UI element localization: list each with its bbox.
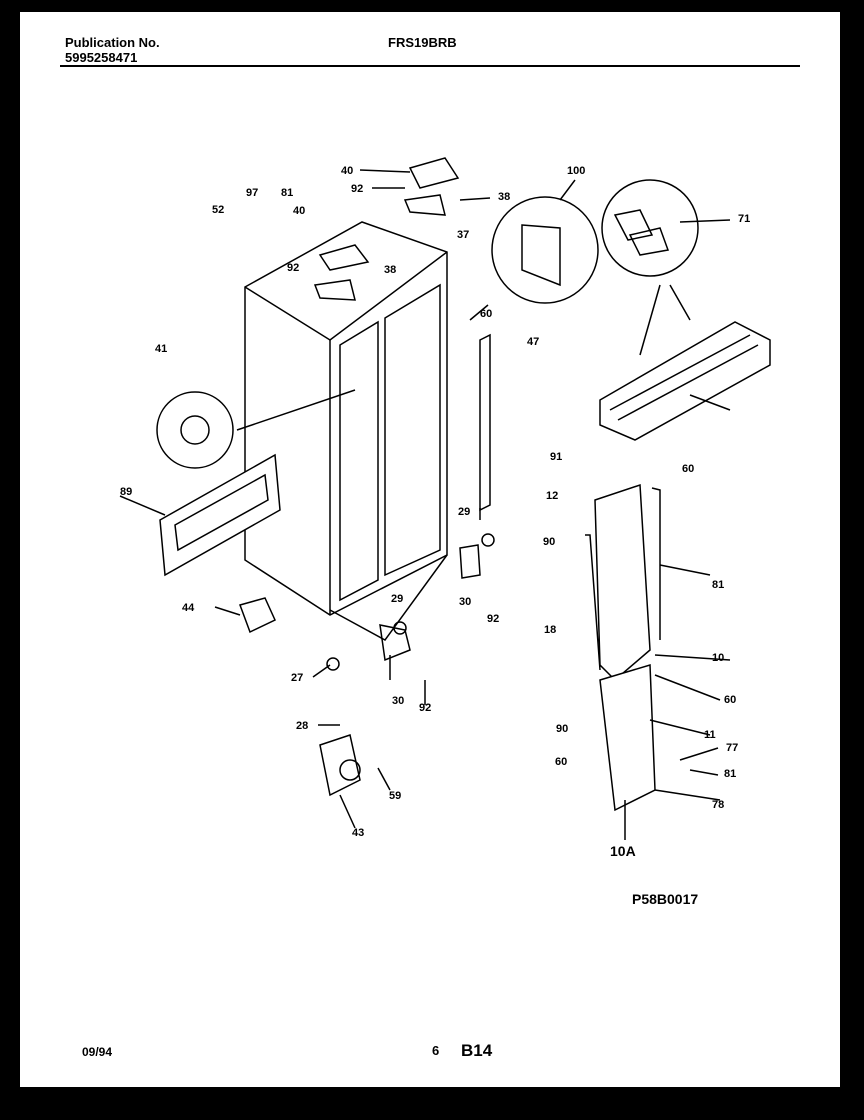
callout: 60 [682,463,694,475]
header-rule [60,65,800,67]
callout: 89 [120,486,132,498]
footer-page-number: 6 [432,1043,440,1058]
callout: 81 [281,187,293,199]
callout: 60 [480,308,492,320]
callout: 78 [712,799,724,811]
callout: 71 [738,213,750,225]
callout: 38 [384,264,396,276]
callout: 92 [487,613,499,625]
callout: 30 [459,596,471,608]
callout: 90 [543,536,555,548]
callout: 97 [246,187,258,199]
callout: 91 [550,451,562,463]
callout: 30 [392,695,404,707]
callout: 47 [527,336,539,348]
callout: 37 [457,229,469,241]
callout: 29 [458,506,470,518]
callout: 60 [555,756,567,768]
model-number: FRS19BRB [388,35,457,50]
callout: 59 [389,790,401,802]
callout: 77 [726,742,738,754]
callout: 11 [704,729,716,741]
callout: 10A [610,843,636,859]
footer-date: 09/94 [82,1045,113,1059]
callout: 52 [212,204,224,216]
callout: 81 [724,768,736,780]
callout: 81 [712,579,724,591]
callout: 29 [391,593,403,605]
footer-section: B14 [461,1041,493,1060]
diagram-code: P58B0017 [632,891,698,907]
callout: 40 [293,205,305,217]
callout: 60 [724,694,736,706]
callout: 38 [498,191,510,203]
callout: 41 [155,343,167,355]
callout: 18 [544,624,556,636]
publication-label: Publication No. [65,35,160,50]
cabinet-drawing [119,157,771,840]
callout: 92 [287,262,299,274]
callout: 27 [291,672,303,684]
callout: 100 [567,165,585,177]
callout: 12 [546,490,558,502]
callout: 28 [296,720,308,732]
callout: 43 [352,827,364,839]
callout: 92 [419,702,431,714]
callout: 44 [182,602,195,614]
callout: 10 [712,652,724,664]
callout: 40 [341,165,353,177]
callout: 90 [556,723,568,735]
publication-number: 5995258471 [65,50,138,65]
callout: 92 [351,183,363,195]
